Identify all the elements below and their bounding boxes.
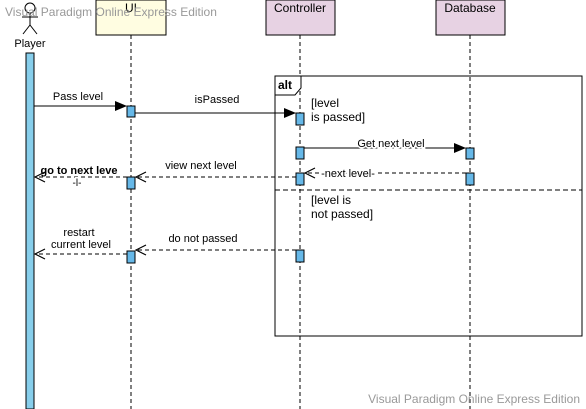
controller-activation-3 (295, 172, 305, 186)
ui-activation-1 (126, 105, 136, 118)
guard-level-passed-line-1: [level (311, 96, 339, 110)
player-actor-icon (22, 2, 38, 35)
player-actor-label: Player (14, 38, 46, 50)
ui-activation-3 (126, 250, 136, 264)
message-view-next-level-label: view next level (165, 160, 237, 172)
message-go-to-next-level-suffix: -l- (73, 178, 82, 189)
message-do-not-passed-label: do not passed (168, 233, 237, 245)
controller-activation-2 (295, 146, 305, 160)
alt-fragment-tab (274, 75, 302, 96)
controller-lifeline-label: Controller (274, 1, 326, 15)
database-activation-2 (465, 172, 475, 186)
ui-lifeline-header (95, 0, 167, 36)
message-is-passed-label: isPassed (195, 94, 240, 106)
controller-activation-1 (295, 112, 305, 126)
database-lifeline-header (435, 0, 506, 36)
ui-activation-2 (126, 176, 136, 190)
message-next-level-label: -next level- (321, 168, 375, 180)
message-pass-level-label: Pass level (53, 91, 103, 103)
watermark-bottom: Visual Paradigm Online Express Edition (368, 392, 580, 406)
database-activation-1 (465, 147, 475, 160)
message-restart-label-line-1: restart (63, 227, 94, 239)
controller-lifeline-header (265, 0, 336, 36)
message-get-next-level-label: Get next level (357, 138, 424, 150)
ui-lifeline-label: UI (125, 1, 137, 15)
guard-level-not-passed-line-1: [level is (311, 193, 351, 207)
alt-fragment (274, 75, 583, 337)
controller-activation-4 (295, 249, 305, 263)
alt-operator-label: alt (278, 78, 292, 92)
player-activation (25, 52, 35, 409)
guard-level-passed-line-2: is passed] (311, 110, 365, 124)
guard-level-not-passed-line-2: not passed] (311, 207, 373, 221)
watermark-top: Visual Paradigm Online Express Edition (5, 5, 217, 19)
message-go-to-next-level-label: go to next leve (40, 165, 117, 177)
message-restart-label-line-2: current level (51, 239, 111, 251)
database-lifeline-label: Database (444, 1, 496, 15)
